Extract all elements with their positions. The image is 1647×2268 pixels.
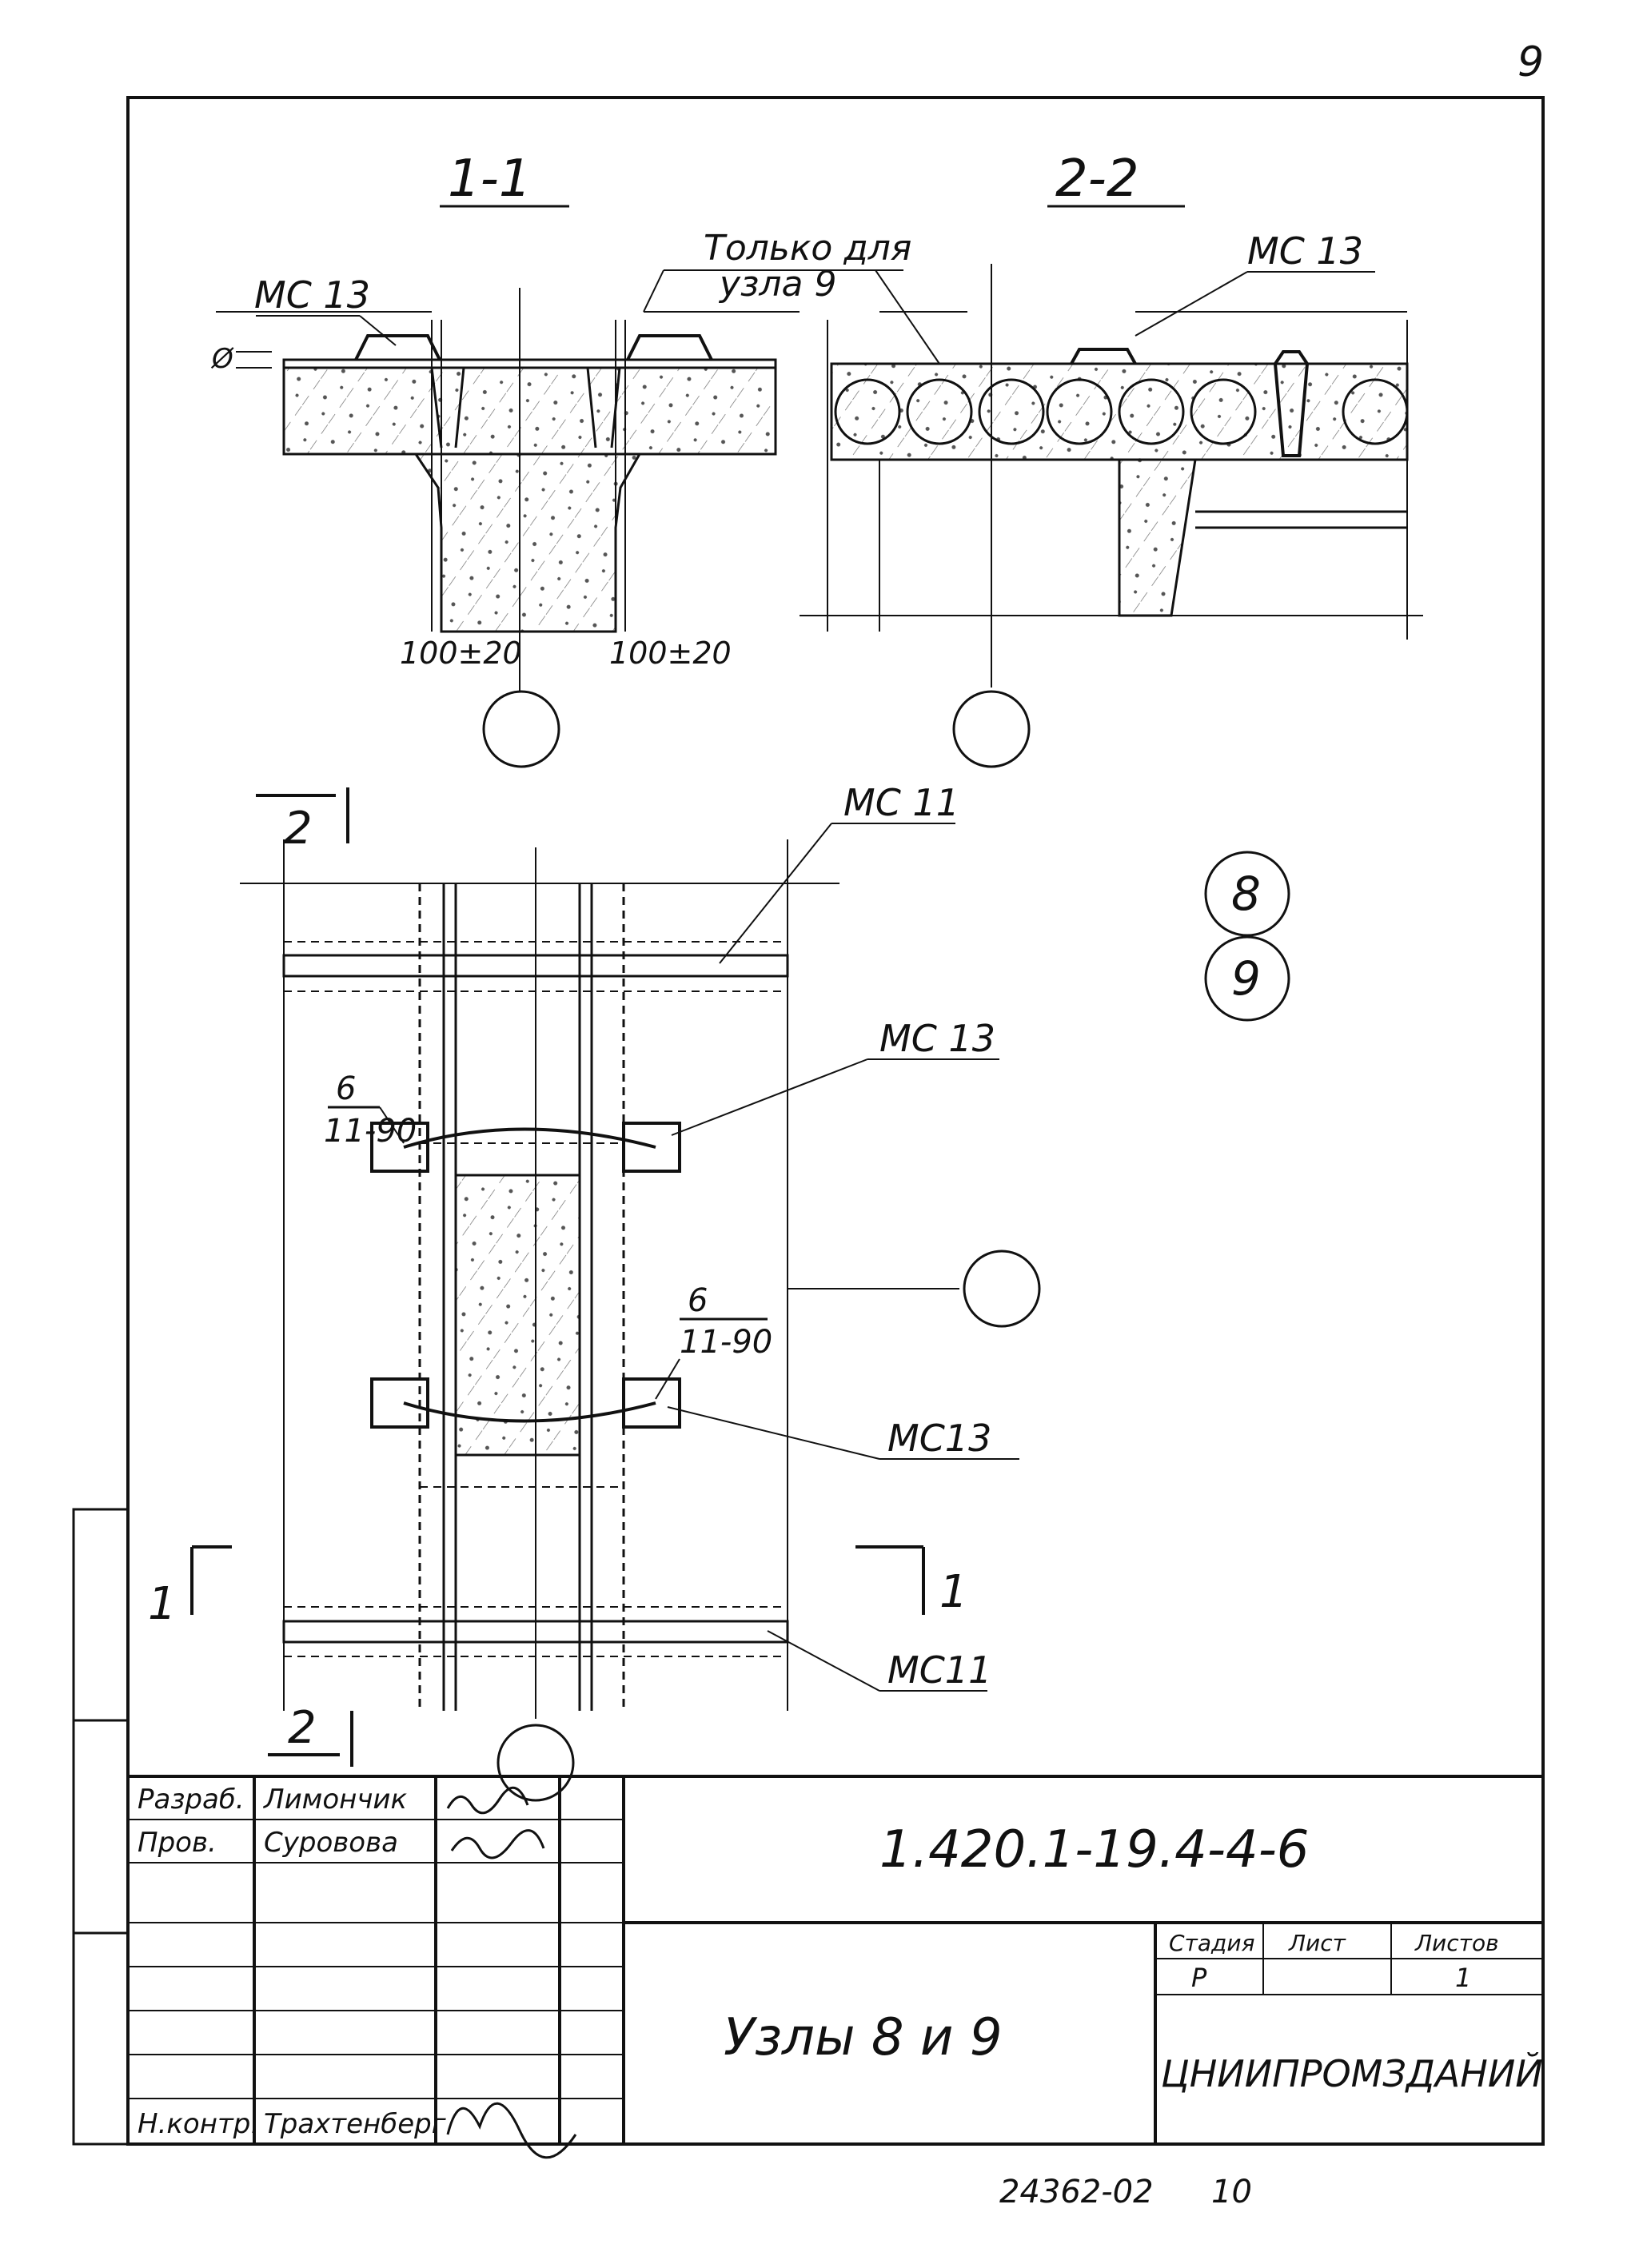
- section-2-2: 2-2 МС 13: [800, 149, 1423, 768]
- tb-sheets-header: Листов: [1414, 1930, 1499, 1956]
- tb-name-norm-control: Трахтенберг: [264, 2108, 447, 2140]
- axis-bubble-2-2: [952, 690, 1031, 768]
- tb-stage-value: Р: [1191, 1963, 1207, 1993]
- cut-mark-2-bottom: 2: [268, 1702, 353, 1767]
- tb-designation: 1.420.1-19.4-4-6: [879, 1820, 1310, 1879]
- rebar-top-den: 11-90: [324, 1113, 417, 1150]
- signature-norm-control: [446, 2102, 577, 2159]
- node-mark-8: 8: [1231, 867, 1261, 921]
- tb-role-norm-control: Н.контр.: [138, 2108, 259, 2140]
- tb-sheet-header: Лист: [1288, 1930, 1346, 1956]
- node-mark-8-circle: [1204, 851, 1290, 937]
- tolerance-right: 100±20: [609, 636, 732, 671]
- cut-mark-2-top: 2: [256, 787, 349, 855]
- tolerance-left: 100±20: [400, 636, 522, 671]
- rebar-bot-den: 11-90: [680, 1324, 772, 1361]
- section-2-2-title: 2-2: [1055, 149, 1139, 209]
- tb-name-checker: Суровова: [264, 1827, 398, 1859]
- section-1-1: 1-1 Ø МС 13 100±20 100±20 Тол: [210, 149, 940, 768]
- binding-strip: [72, 1508, 130, 2146]
- plan-view: 2 2 1 1 8 9 МС 11 МС 13 6 11-90: [148, 781, 1290, 1802]
- tb-sheets-value: 1: [1455, 1963, 1471, 1993]
- signature-checker: [450, 1829, 545, 1859]
- tb-name-developer: Лимончик: [262, 1784, 408, 1816]
- svg-text:2: 2: [288, 1702, 317, 1754]
- label-ms13-plan-top: МС 13: [879, 1017, 995, 1060]
- tb-role-developer: Разраб.: [138, 1784, 245, 1816]
- cut-mark-1-right: 1: [855, 1545, 968, 1618]
- label-ms13-1-1: МС 13: [254, 273, 370, 317]
- svg-text:2: 2: [284, 803, 313, 855]
- axis-bubble-plan-right: [963, 1250, 1041, 1328]
- axis-bubble-1-1: [482, 690, 560, 768]
- footer-page: 10: [1211, 2174, 1252, 2210]
- axis-bubble-plan-bottom: [496, 1724, 575, 1802]
- label-ms11-top: МС 11: [843, 781, 959, 824]
- tb-role-checker: Пров.: [138, 1827, 217, 1859]
- cut-mark-1-left: 1: [148, 1545, 232, 1630]
- footer-inventory: 24362-02: [999, 2174, 1154, 2210]
- dim-thickness: Ø: [210, 343, 234, 375]
- tb-title: Узлы 8 и 9: [724, 2008, 1003, 2067]
- label-ms13-2-2: МС 13: [1247, 229, 1363, 273]
- svg-text:1: 1: [148, 1578, 177, 1630]
- note-only-for-node-line1: Только для: [704, 228, 911, 269]
- label-ms13-plan-bottom: МС13: [887, 1417, 991, 1460]
- rebar-top-num: 6: [336, 1070, 356, 1107]
- signature-developer: [446, 1786, 529, 1815]
- tb-organization: ЦНИИПРОМЗДАНИЙ: [1161, 2052, 1543, 2095]
- node-mark-9-circle: [1204, 935, 1290, 1022]
- svg-text:1: 1: [939, 1566, 968, 1618]
- title-block: Разраб. Лимончик Пров. Суровова Н.контр.…: [126, 1775, 1545, 2159]
- page-mark: 9: [1517, 38, 1544, 86]
- tb-stage-header: Стадия: [1169, 1930, 1254, 1956]
- label-ms11-bottom: МС11: [887, 1648, 991, 1692]
- node-mark-9: 9: [1231, 951, 1261, 1006]
- section-1-1-title: 1-1: [448, 149, 532, 209]
- rebar-bot-num: 6: [688, 1282, 708, 1319]
